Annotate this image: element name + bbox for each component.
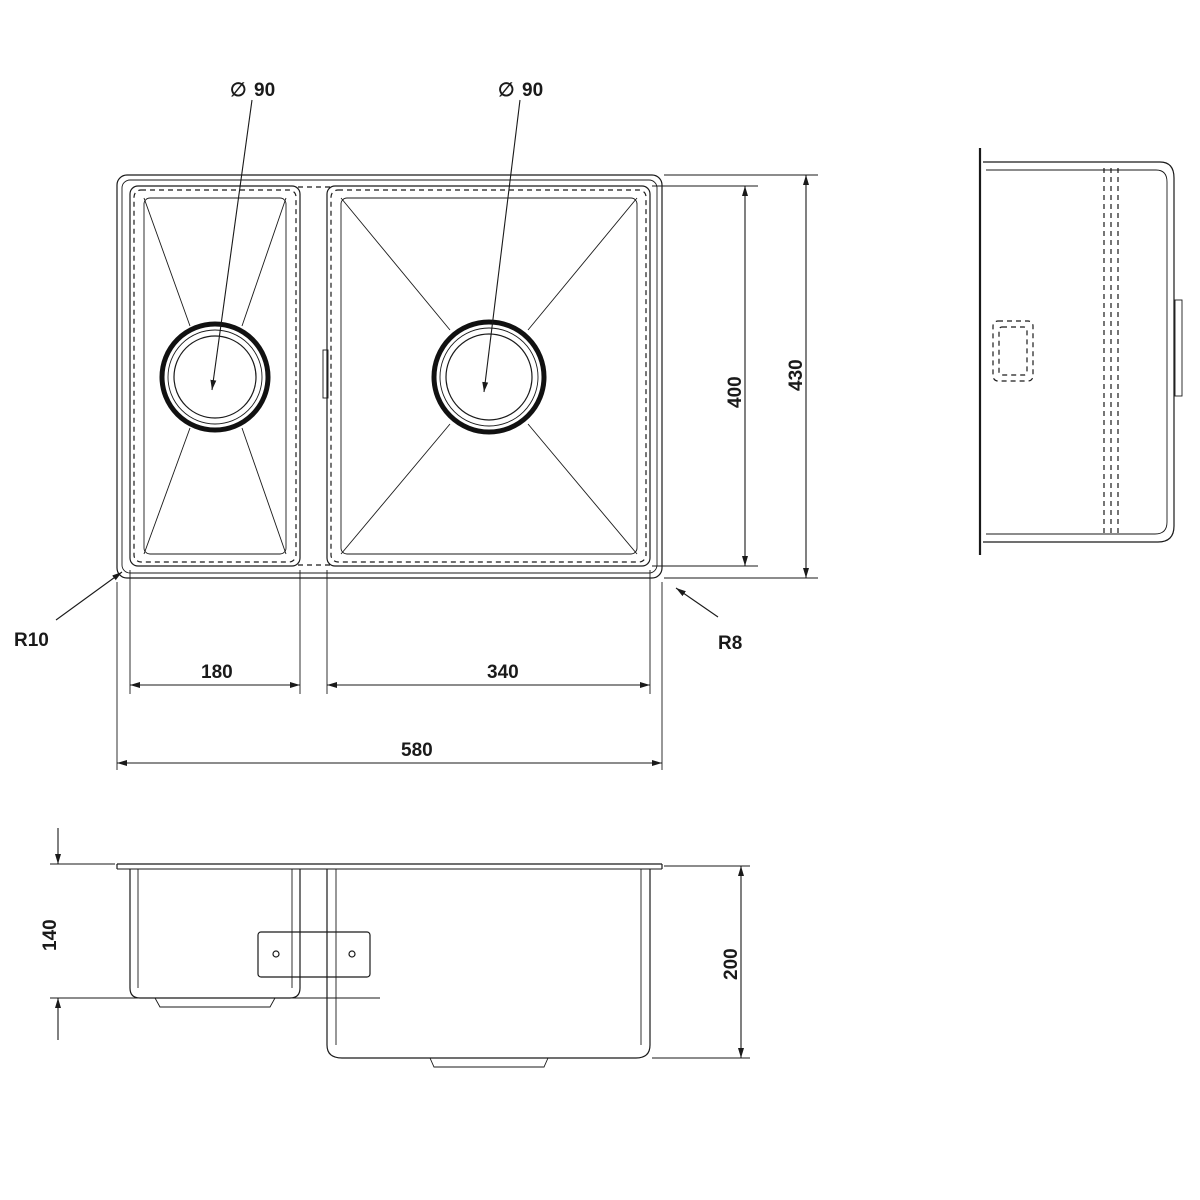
- left-diameter-leader: [210, 99, 253, 391]
- left-bowl-fold-line: [143, 427, 191, 555]
- right-bowl: [322, 185, 651, 567]
- left-diameter-label: 90: [254, 80, 275, 101]
- right-waste-outlet-ring-inner: [439, 327, 539, 427]
- right-bowl-width-label: 340: [487, 662, 519, 683]
- right-bowl-fold-line: [340, 423, 451, 555]
- right-waste-outlet: [445, 333, 533, 421]
- large-bowl-depth-label: 200: [721, 948, 742, 980]
- left-waste-outlet-ring: [159, 321, 271, 433]
- right-diameter-symbol: ∅: [498, 80, 515, 101]
- overall-length-label: 430: [786, 359, 807, 391]
- overflow-slot: [322, 349, 329, 399]
- left-bowl: [129, 185, 301, 567]
- overall-width-label: 580: [401, 740, 433, 761]
- mounting-bracket: [257, 931, 371, 978]
- side-view: [978, 148, 1183, 555]
- front-large-waste: [429, 1057, 549, 1068]
- left-waste-outlet-ring-inner: [167, 329, 263, 425]
- side-bowl-outline: [983, 161, 1175, 543]
- side-waste-fitting: [1174, 299, 1183, 397]
- left-bowl-fold-line: [143, 197, 191, 327]
- front-view: 140 200: [40, 828, 750, 1068]
- left-diameter-symbol: ∅: [230, 80, 247, 101]
- side-overflow-slot: [992, 320, 1034, 382]
- right-waste-outlet-ring: [431, 319, 547, 435]
- front-large-bowl: [326, 869, 651, 1059]
- bracket-hole: [272, 950, 280, 958]
- front-small-bowl: [129, 869, 301, 999]
- left-waste-outlet: [173, 335, 257, 419]
- left-bowl-width-label: 180: [201, 662, 233, 683]
- right-bowl-fold-line: [527, 423, 638, 555]
- right-bowl-floor: [340, 197, 638, 555]
- corner-radius-outer-label: R10: [14, 630, 49, 651]
- left-bowl-floor: [143, 197, 287, 555]
- front-small-waste: [154, 997, 276, 1008]
- right-bowl-fold-line: [527, 197, 638, 331]
- right-bowl-rim-dashed: [330, 189, 647, 563]
- corner-radius-inner-label: R8: [718, 633, 742, 654]
- side-overflow-slot-inner: [998, 326, 1028, 376]
- left-bowl-rim: [129, 185, 301, 567]
- plan-view: ∅ 90 ∅ 90 R10 R8 180 340 580 400 430: [14, 80, 818, 770]
- right-diameter-leader: [482, 99, 521, 393]
- right-bowl-rim: [326, 185, 651, 567]
- side-bowl-inner: [986, 169, 1168, 535]
- sink-flange-inner-line: [121, 179, 658, 574]
- r8-leader: [675, 587, 719, 618]
- left-bowl-fold-line: [241, 427, 287, 555]
- right-bowl-fold-line: [340, 197, 451, 331]
- bowl-length-label: 400: [725, 376, 746, 408]
- r10-leader: [55, 571, 123, 621]
- small-bowl-depth-label: 140: [40, 919, 61, 951]
- sink-outer-flange: [116, 174, 663, 579]
- left-bowl-fold-line: [241, 197, 287, 327]
- right-diameter-label: 90: [522, 80, 543, 101]
- front-flange-ends: [116, 864, 663, 869]
- bracket-hole: [348, 950, 356, 958]
- left-bowl-rim-dashed: [133, 189, 297, 563]
